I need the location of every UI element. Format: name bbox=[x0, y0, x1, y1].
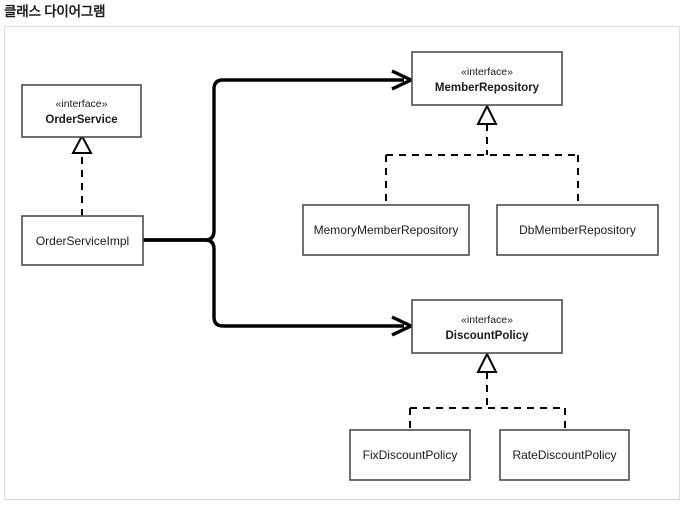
edge-impl-realizes-order-service bbox=[71, 133, 93, 216]
node-fix-discount-policy-name: FixDiscountPolicy bbox=[363, 448, 458, 462]
node-fix-discount-policy[interactable]: FixDiscountPolicy bbox=[349, 429, 471, 481]
node-discount-policy[interactable]: «interface» DiscountPolicy bbox=[411, 299, 563, 354]
node-db-member-repository-name: DbMemberRepository bbox=[519, 223, 636, 237]
node-rate-discount-policy-box[interactable] bbox=[499, 429, 630, 481]
node-order-service-impl-box[interactable] bbox=[21, 215, 144, 266]
node-memory-member-repository-name: MemoryMemberRepository bbox=[314, 223, 459, 237]
realization-triangle-discount-policy bbox=[476, 351, 498, 373]
node-db-member-repository-box[interactable] bbox=[496, 204, 659, 256]
node-fix-discount-policy-box[interactable] bbox=[349, 429, 471, 481]
node-rate-discount-policy-name: RateDiscountPolicy bbox=[512, 448, 616, 462]
realization-triangle-order-service bbox=[71, 133, 93, 154]
association-line-discount-policy bbox=[143, 238, 404, 328]
association-arrowhead-member-repository bbox=[391, 69, 415, 91]
node-order-service-box[interactable] bbox=[21, 84, 142, 138]
node-discount-policy-stereotype: «interface» bbox=[461, 314, 513, 326]
node-member-repository-stereotype: «interface» bbox=[461, 66, 513, 78]
realization-triangle-member-repository bbox=[476, 103, 498, 125]
node-order-service-impl[interactable]: OrderServiceImpl bbox=[21, 215, 144, 266]
page-title: 클래스 다이어그램 bbox=[4, 4, 106, 19]
node-memory-member-repository-box[interactable] bbox=[302, 204, 470, 256]
node-member-repository-box[interactable] bbox=[411, 51, 563, 106]
edge-realizes-discount-policy bbox=[409, 351, 566, 430]
association-arrowhead-discount-policy bbox=[391, 315, 415, 337]
node-order-service[interactable]: «interface» OrderService bbox=[21, 84, 142, 138]
node-discount-policy-name: DiscountPolicy bbox=[445, 330, 529, 342]
node-discount-policy-box[interactable] bbox=[411, 299, 563, 354]
node-order-service-impl-name: OrderServiceImpl bbox=[36, 234, 129, 248]
node-order-service-stereotype: «interface» bbox=[56, 98, 108, 110]
node-member-repository[interactable]: «interface» MemberRepository bbox=[411, 51, 563, 106]
node-order-service-name: OrderService bbox=[45, 114, 117, 126]
edge-realizes-member-repository bbox=[385, 103, 579, 205]
node-memory-member-repository[interactable]: MemoryMemberRepository bbox=[302, 204, 470, 256]
node-rate-discount-policy[interactable]: RateDiscountPolicy bbox=[499, 429, 630, 481]
node-db-member-repository[interactable]: DbMemberRepository bbox=[496, 204, 659, 256]
node-member-repository-name: MemberRepository bbox=[435, 82, 540, 94]
edge-impl-uses-discount-policy bbox=[143, 238, 415, 337]
